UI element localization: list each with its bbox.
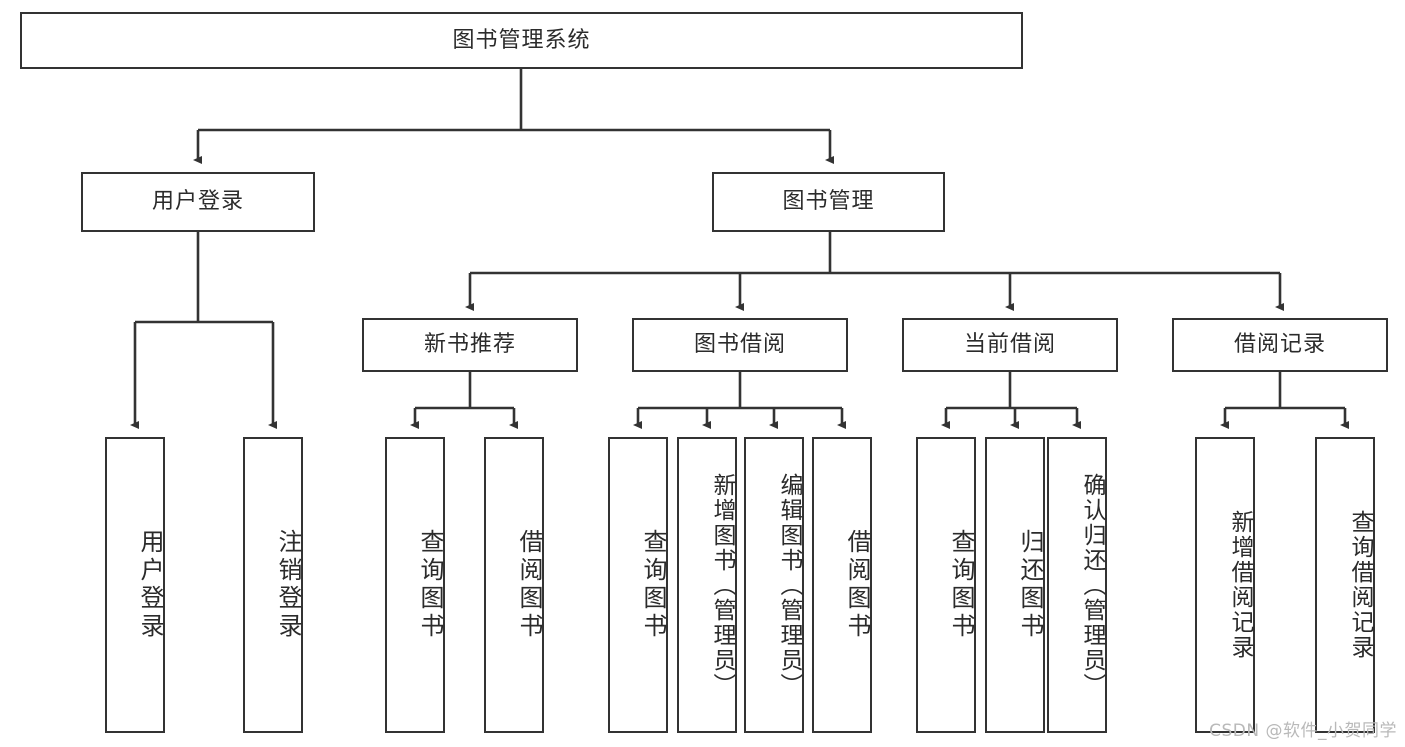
node-leaf-logout-login[interactable]: 注销登录 (243, 437, 303, 733)
node-leaf-query-borrow-record[interactable]: 查询借阅记录 (1315, 437, 1375, 733)
node-leaf-query-book-current-label: 查询图书 (947, 529, 975, 641)
node-leaf-borrow-book-recommend[interactable]: 借阅图书 (484, 437, 544, 733)
node-leaf-borrow-book-label: 借阅图书 (843, 529, 871, 641)
watermark-text: CSDN @软件_小贺同学 (1209, 721, 1397, 741)
node-leaf-query-book-recommend-label: 查询图书 (416, 529, 444, 641)
node-book-management[interactable]: 图书管理 (712, 172, 945, 232)
node-new-book-recommend[interactable]: 新书推荐 (362, 318, 578, 372)
node-leaf-add-book-admin-label: 新增图书（管理员） (709, 472, 735, 698)
node-current-borrow[interactable]: 当前借阅 (902, 318, 1118, 372)
node-leaf-edit-book-admin[interactable]: 编辑图书（管理员） (744, 437, 804, 733)
node-leaf-add-borrow-record[interactable]: 新增借阅记录 (1195, 437, 1255, 733)
node-new-book-recommend-label: 新书推荐 (423, 332, 516, 358)
node-leaf-confirm-return-admin[interactable]: 确认归还（管理员） (1047, 437, 1107, 733)
node-root-label: 图书管理系统 (452, 27, 591, 53)
node-leaf-user-login[interactable]: 用户登录 (105, 437, 165, 733)
node-leaf-query-borrow-record-label: 查询借阅记录 (1347, 510, 1373, 660)
node-leaf-add-book-admin[interactable]: 新增图书（管理员） (677, 437, 737, 733)
node-leaf-query-book-current[interactable]: 查询图书 (916, 437, 976, 733)
node-book-borrow[interactable]: 图书借阅 (632, 318, 848, 372)
node-leaf-return-book-label: 归还图书 (1016, 529, 1044, 641)
node-book-borrow-label: 图书借阅 (693, 332, 786, 358)
node-root[interactable]: 图书管理系统 (20, 12, 1023, 69)
node-user-login-label: 用户登录 (151, 189, 244, 215)
node-leaf-return-book[interactable]: 归还图书 (985, 437, 1045, 733)
node-leaf-confirm-return-admin-label: 确认归还（管理员） (1079, 472, 1105, 698)
node-user-login[interactable]: 用户登录 (81, 172, 315, 232)
node-book-management-label: 图书管理 (782, 189, 875, 215)
node-leaf-query-book-borrow-label: 查询图书 (639, 529, 667, 641)
node-leaf-edit-book-admin-label: 编辑图书（管理员） (776, 472, 802, 698)
node-leaf-user-login-label: 用户登录 (136, 529, 164, 641)
node-leaf-borrow-book[interactable]: 借阅图书 (812, 437, 872, 733)
node-leaf-borrow-book-recommend-label: 借阅图书 (515, 529, 543, 641)
node-current-borrow-label: 当前借阅 (963, 332, 1056, 358)
node-borrow-record[interactable]: 借阅记录 (1172, 318, 1388, 372)
node-leaf-logout-login-label: 注销登录 (274, 529, 302, 641)
node-leaf-add-borrow-record-label: 新增借阅记录 (1227, 510, 1253, 660)
node-leaf-query-book-recommend[interactable]: 查询图书 (385, 437, 445, 733)
node-borrow-record-label: 借阅记录 (1233, 332, 1326, 358)
node-leaf-query-book-borrow[interactable]: 查询图书 (608, 437, 668, 733)
